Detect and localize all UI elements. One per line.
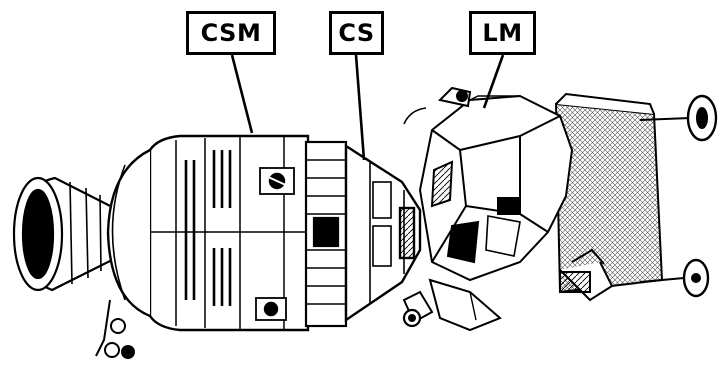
lm-rcs-thruster — [404, 292, 432, 326]
callout-csm-label: CSM — [186, 11, 276, 55]
leader-line-cs — [356, 55, 364, 160]
sm-cm-interface — [306, 142, 346, 326]
leader-line-csm — [232, 55, 252, 133]
rcs-thruster-upper — [260, 168, 294, 194]
sm-lower-fixture — [96, 300, 134, 358]
command-module — [346, 146, 420, 320]
callout-lm-label: LM — [469, 11, 536, 55]
callout-cs-label: CS — [329, 11, 384, 55]
descent-stage-panel — [556, 104, 662, 292]
lunar-module — [404, 88, 716, 330]
rcs-thruster-lower — [256, 298, 286, 320]
service-module — [108, 136, 308, 330]
